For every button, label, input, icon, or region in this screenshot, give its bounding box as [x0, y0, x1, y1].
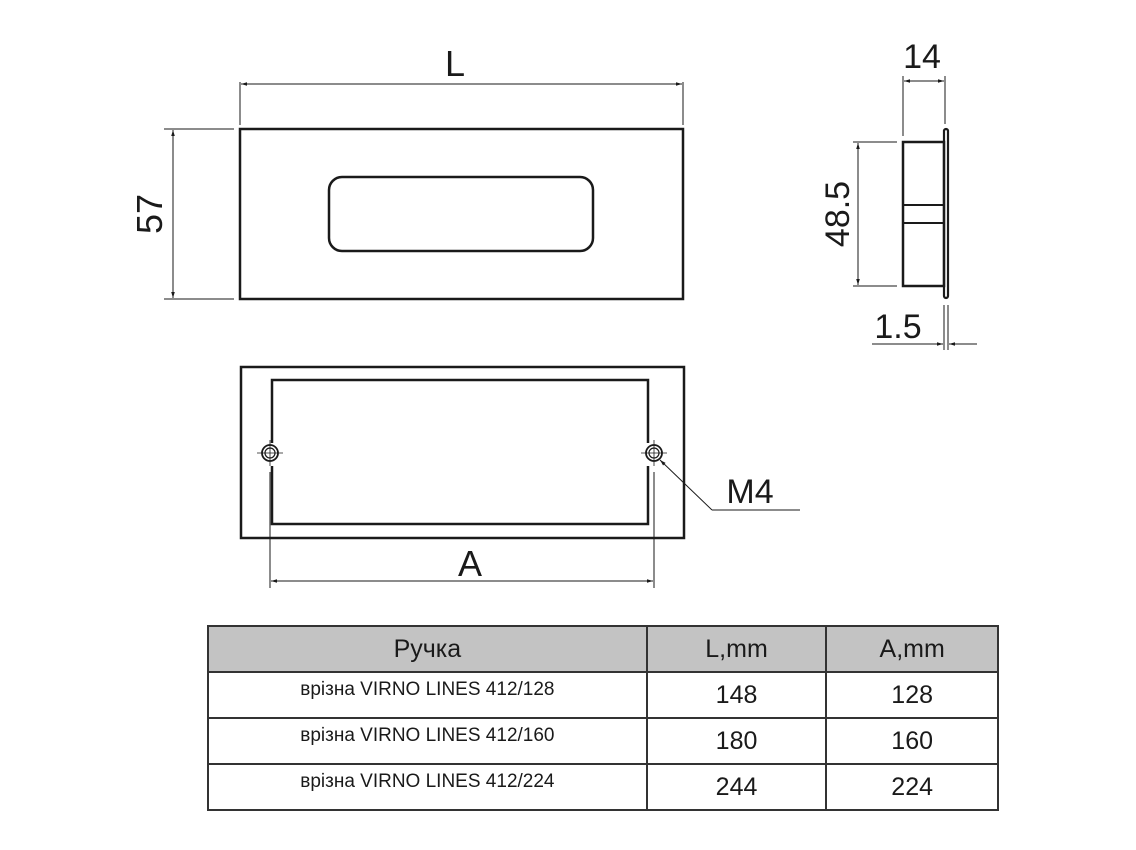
table-row: врізна VIRNO LINES 412/224 244 224 [207, 763, 999, 811]
row-A: 224 [825, 763, 999, 811]
table-header-row: Ручка L,mm A,mm [207, 625, 999, 673]
back-view: A M4 [239, 365, 800, 588]
row-L: 244 [645, 763, 828, 811]
dimension-L-label: L [445, 43, 465, 84]
header-A: A,mm [825, 625, 999, 673]
technical-drawing: L 57 A M4 [129, 38, 977, 588]
row-name: врізна VIRNO LINES 412/224 [207, 763, 648, 811]
thread-M4-label: M4 [726, 473, 773, 511]
header-L: L,mm [645, 625, 828, 673]
side-view: 14 48.5 1.5 [819, 38, 977, 350]
front-view: L 57 [129, 43, 685, 301]
dimension-14-label: 14 [903, 38, 941, 76]
table-row: врізна VIRNO LINES 412/128 148 128 [207, 671, 999, 719]
spec-table: Ручка L,mm A,mm врізна VIRNO LINES 412/1… [207, 625, 999, 811]
row-L: 180 [645, 717, 828, 765]
dimension-48-5-label: 48.5 [819, 181, 857, 247]
row-A: 128 [825, 671, 999, 719]
dimension-A-label: A [458, 543, 482, 584]
table-row: врізна VIRNO LINES 412/160 180 160 [207, 717, 999, 765]
dimension-1-5-label: 1.5 [874, 308, 921, 346]
dimension-57-label: 57 [129, 194, 170, 234]
row-name: врізна VIRNO LINES 412/160 [207, 717, 648, 765]
row-name: врізна VIRNO LINES 412/128 [207, 671, 648, 719]
row-L: 148 [645, 671, 828, 719]
header-handle: Ручка [207, 625, 648, 673]
row-A: 160 [825, 717, 999, 765]
